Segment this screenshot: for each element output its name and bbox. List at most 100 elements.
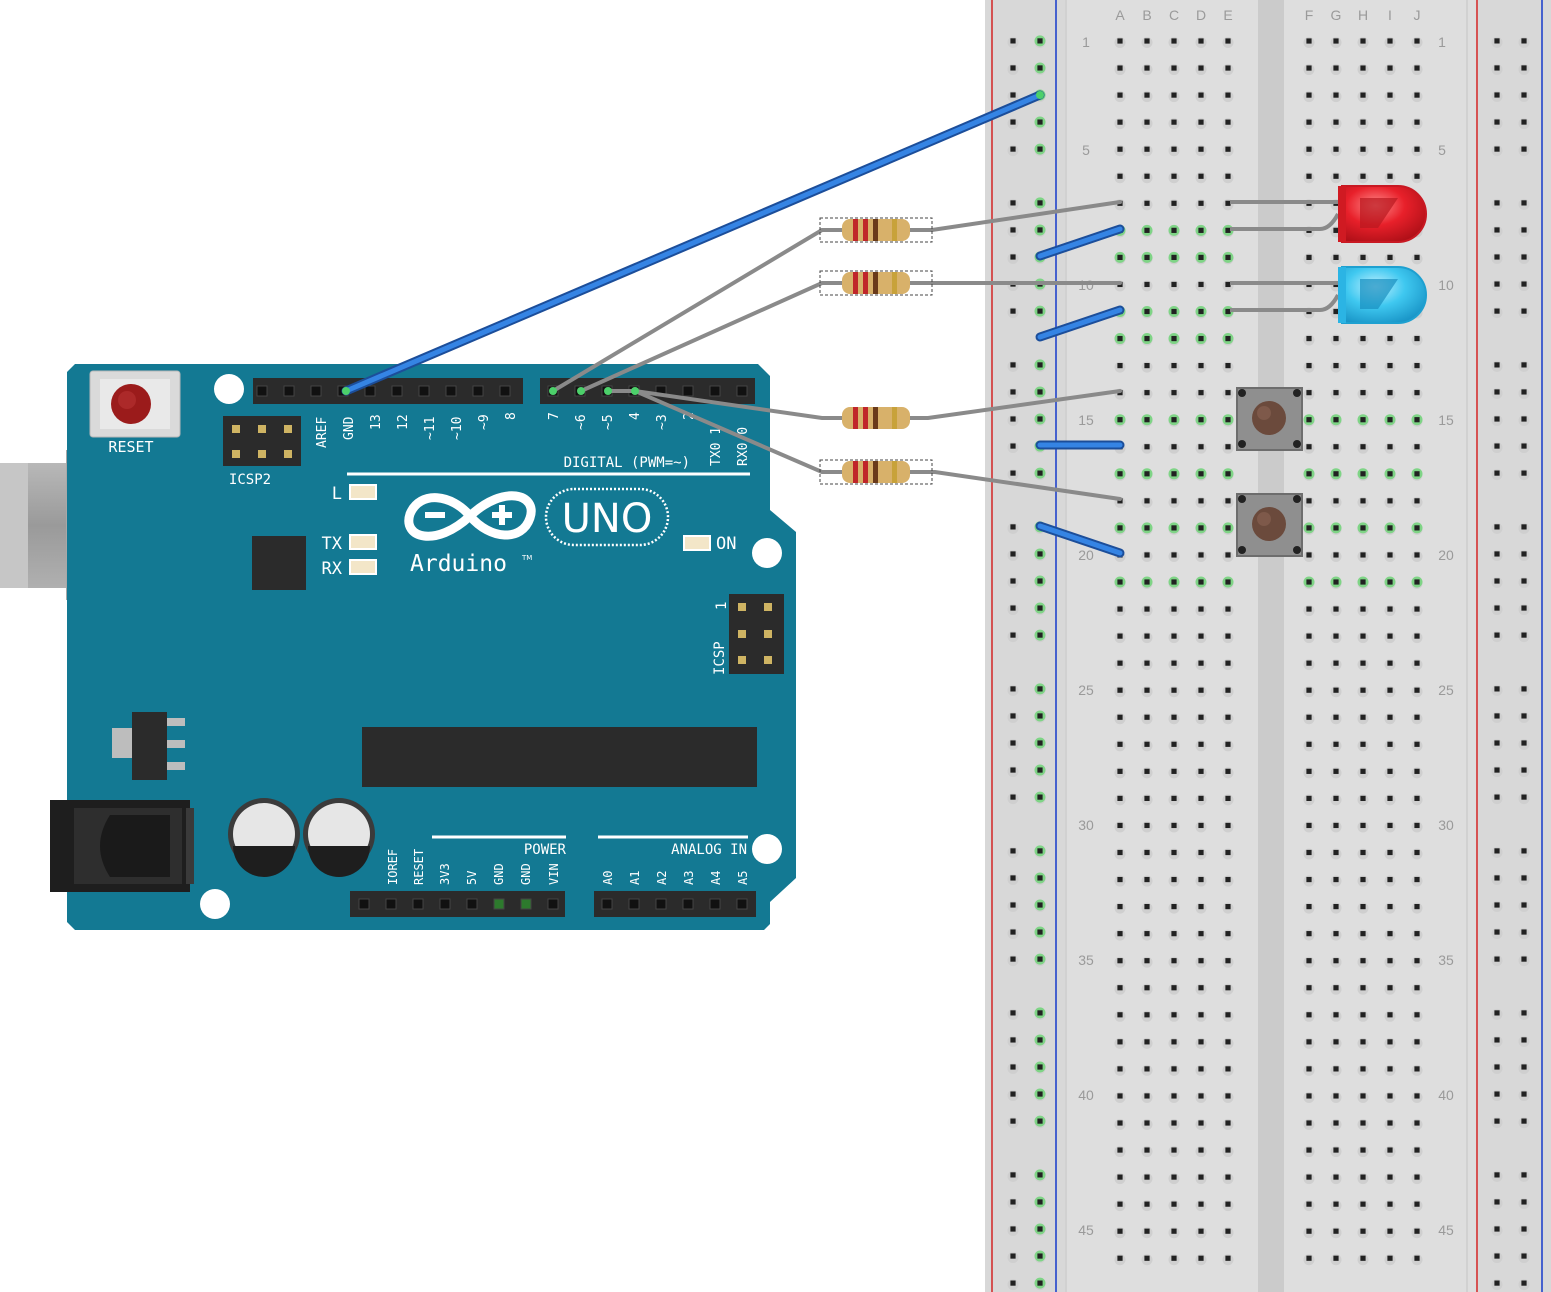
breadboard-hole bbox=[1114, 361, 1126, 373]
rail-hole bbox=[1007, 91, 1019, 102]
push-button[interactable] bbox=[1236, 387, 1303, 451]
rail-hole bbox=[1518, 846, 1530, 858]
rail-hole bbox=[1491, 91, 1503, 102]
breadboard-hole bbox=[1222, 1037, 1234, 1049]
right-power-rail bbox=[1478, 0, 1551, 1292]
breadboard-hole bbox=[1330, 91, 1342, 103]
column-label: D bbox=[1196, 7, 1206, 23]
pin-label: GND bbox=[492, 863, 506, 885]
breadboard-hole bbox=[1357, 1010, 1369, 1022]
breadboard-hole bbox=[1330, 1227, 1342, 1239]
led-tx-label: TX bbox=[322, 534, 343, 554]
breadboard-hole bbox=[1195, 902, 1207, 914]
breadboard-hole bbox=[1411, 361, 1423, 373]
breadboard-hole bbox=[1222, 145, 1234, 157]
breadboard-hole bbox=[1141, 522, 1153, 535]
breadboard-hole bbox=[1114, 848, 1126, 860]
breadboard-hole bbox=[1222, 1200, 1234, 1212]
breadboard-hole bbox=[1168, 1091, 1180, 1103]
breadboard-hole bbox=[1384, 659, 1396, 671]
rail-hole bbox=[1518, 442, 1530, 454]
breadboard-hole bbox=[1195, 659, 1207, 671]
rail-hole bbox=[1518, 1225, 1530, 1236]
rail-hole bbox=[1034, 1196, 1046, 1209]
breadboard-hole bbox=[1114, 172, 1126, 184]
breadboard-hole bbox=[1384, 848, 1396, 860]
rail-hole bbox=[1007, 1117, 1019, 1129]
row-number: 35 bbox=[1438, 952, 1454, 968]
breadboard-hole bbox=[1357, 686, 1369, 698]
breadboard-hole bbox=[1222, 1064, 1234, 1076]
power-header bbox=[350, 891, 565, 917]
breadboard-hole bbox=[1195, 929, 1207, 941]
breadboard-hole bbox=[1168, 632, 1180, 644]
pin-label: VIN bbox=[547, 863, 561, 885]
breadboard-hole bbox=[1330, 902, 1342, 914]
breadboard-hole bbox=[1168, 902, 1180, 914]
breadboard-hole bbox=[1168, 333, 1180, 346]
breadboard-hole bbox=[1195, 442, 1207, 454]
breadboard-hole bbox=[1330, 1173, 1342, 1185]
resistor bbox=[819, 270, 933, 296]
breadboard-hole bbox=[1168, 414, 1180, 427]
breadboard-hole bbox=[1222, 64, 1234, 76]
breadboard-hole bbox=[1411, 1091, 1423, 1103]
breadboard-hole bbox=[1114, 713, 1126, 725]
breadboard-hole bbox=[1222, 929, 1234, 941]
rail-hole bbox=[1491, 793, 1503, 805]
breadboard-hole bbox=[1114, 983, 1126, 995]
breadboard-hole bbox=[1168, 1119, 1180, 1130]
arduino-board bbox=[67, 364, 796, 930]
breadboard-hole bbox=[1168, 1010, 1180, 1022]
breadboard-hole bbox=[1303, 1227, 1315, 1239]
breadboard-hole bbox=[1195, 1119, 1207, 1130]
rail-hole bbox=[1491, 1279, 1503, 1291]
rail-hole bbox=[1518, 469, 1530, 481]
breadboard-hole bbox=[1168, 767, 1180, 779]
breadboard-hole bbox=[1357, 522, 1369, 535]
breadboard-hole bbox=[1330, 875, 1342, 887]
rail-hole bbox=[1007, 1197, 1019, 1209]
breadboard-hole bbox=[1168, 306, 1180, 319]
led-on bbox=[683, 535, 711, 551]
breadboard-hole bbox=[1384, 576, 1396, 589]
breadboard-hole bbox=[1222, 361, 1234, 373]
breadboard-hole bbox=[1168, 550, 1180, 562]
breadboard-hole bbox=[1384, 1227, 1396, 1239]
led-blue bbox=[1230, 266, 1427, 324]
breadboard-hole bbox=[1195, 64, 1207, 76]
mounting-hole bbox=[214, 374, 244, 404]
breadboard-hole bbox=[1357, 1091, 1369, 1103]
rail-hole bbox=[1491, 198, 1503, 210]
push-button[interactable] bbox=[1236, 493, 1303, 557]
breadboard-hole bbox=[1330, 576, 1342, 589]
breadboard-hole bbox=[1195, 361, 1207, 373]
led-red bbox=[1230, 185, 1427, 243]
breadboard-hole bbox=[1330, 64, 1342, 76]
breadboard: A B C D E F G H I J 1 5 10 15 20 25 30 3… bbox=[985, 0, 1551, 1292]
breadboard-hole bbox=[1330, 334, 1342, 346]
column-label: I bbox=[1388, 7, 1392, 23]
breadboard-hole bbox=[1384, 1091, 1396, 1103]
pin-label: A2 bbox=[655, 871, 669, 885]
rail-hole bbox=[1034, 62, 1046, 75]
breadboard-hole bbox=[1141, 929, 1153, 941]
breadboard-hole bbox=[1222, 956, 1234, 968]
breadboard-hole bbox=[1141, 251, 1153, 265]
breadboard-hole bbox=[1195, 496, 1207, 508]
breadboard-hole bbox=[1141, 468, 1153, 481]
jumper-wires bbox=[341, 90, 1125, 558]
breadboard-hole bbox=[1195, 605, 1207, 617]
breadboard-hole bbox=[1330, 361, 1342, 373]
breadboard-hole bbox=[1168, 956, 1180, 968]
breadboard-hole bbox=[1411, 902, 1423, 914]
breadboard-hole bbox=[1384, 929, 1396, 941]
breadboard-hole bbox=[1330, 388, 1342, 400]
breadboard-hole bbox=[1357, 1173, 1369, 1185]
breadboard-hole bbox=[1303, 929, 1315, 941]
breadboard-hole bbox=[1357, 1200, 1369, 1212]
breadboard-hole bbox=[1114, 929, 1126, 941]
rail-hole bbox=[1007, 1035, 1019, 1047]
breadboard-hole bbox=[1384, 821, 1396, 833]
breadboard-hole bbox=[1114, 1146, 1126, 1158]
